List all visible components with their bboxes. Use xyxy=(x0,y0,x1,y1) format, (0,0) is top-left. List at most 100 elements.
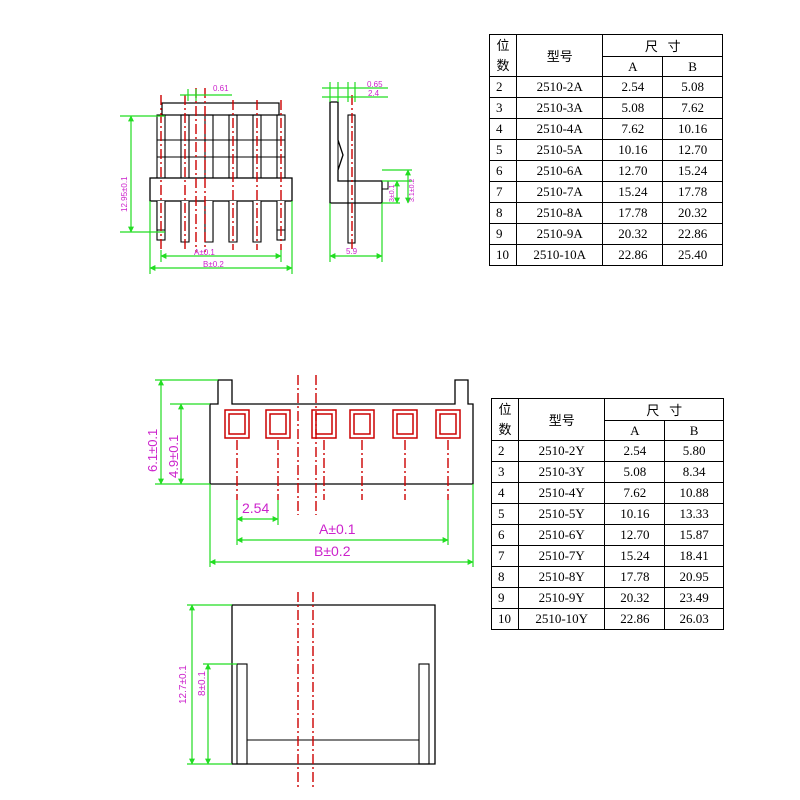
cell-pos: 9 xyxy=(489,223,517,245)
cell-a: 22.86 xyxy=(604,608,666,630)
cell-a: 5.08 xyxy=(602,97,664,119)
cell-a: 20.32 xyxy=(604,587,666,609)
side-view-body xyxy=(329,101,383,204)
cell-pos: 4 xyxy=(489,118,517,140)
cell-b: 12.70 xyxy=(662,139,723,161)
cell-b: 25.40 xyxy=(662,244,723,266)
header-pos: 位数 xyxy=(489,34,517,77)
cell-b: 5.80 xyxy=(664,440,724,462)
dim-a-top: A±0.1 xyxy=(194,248,215,257)
cell-b: 20.32 xyxy=(662,202,723,224)
cell-pos: 10 xyxy=(491,608,519,630)
cell-pos: 6 xyxy=(491,524,519,546)
front-view-contacts xyxy=(224,409,461,439)
cell-model: 2510-7Y xyxy=(517,545,606,567)
cell-model: 2510-8Y xyxy=(517,566,606,588)
dim-front-height-inner: 4.9±0.1 xyxy=(166,435,181,478)
dim-bottom-height-outer: 12.7±0.1 xyxy=(178,665,189,704)
header-pos: 位数 xyxy=(491,398,519,441)
cell-pos: 9 xyxy=(491,587,519,609)
cell-model: 2510-3Y xyxy=(517,461,606,483)
cell-b: 15.24 xyxy=(662,160,723,182)
cell-a: 12.70 xyxy=(602,160,664,182)
cell-a: 20.32 xyxy=(602,223,664,245)
cell-a: 10.16 xyxy=(602,139,664,161)
cell-a: 17.78 xyxy=(602,202,664,224)
dim-side-pin: 0.65 xyxy=(367,80,383,89)
dim-side-thick: 2.4 xyxy=(368,89,380,98)
top-view: 0.61 12.95±0.1 A±0.1 B±0.2 xyxy=(120,84,293,274)
cell-b: 17.78 xyxy=(662,181,723,203)
cell-a: 2.54 xyxy=(602,76,664,98)
cell-b: 22.86 xyxy=(662,223,723,245)
dim-pin-width: 0.61 xyxy=(213,84,229,93)
cell-pos: 2 xyxy=(489,76,517,98)
cell-pos: 10 xyxy=(489,244,517,266)
cell-pos: 8 xyxy=(491,566,519,588)
header-size: 尺 寸 xyxy=(604,398,724,421)
cell-pos: 7 xyxy=(489,181,517,203)
cell-b: 18.41 xyxy=(664,545,724,567)
cell-b: 20.95 xyxy=(664,566,724,588)
dim-front-a: A±0.1 xyxy=(319,521,356,537)
header-b: B xyxy=(664,420,724,441)
cell-pos: 8 xyxy=(489,202,517,224)
cell-a: 5.08 xyxy=(604,461,666,483)
header-a: A xyxy=(602,56,664,77)
cell-model: 2510-10Y xyxy=(517,608,606,630)
cell-model: 2510-9A xyxy=(515,223,604,245)
cell-model: 2510-6A xyxy=(515,160,604,182)
cell-model: 2510-2A xyxy=(515,76,604,98)
cell-pos: 6 xyxy=(489,160,517,182)
cell-model: 2510-4Y xyxy=(517,482,606,504)
dim-side-depth: 5.9 xyxy=(346,247,358,256)
cell-model: 2510-7A xyxy=(515,181,604,203)
side-view: 0.65 2.4 3±0.1 3.1±0.2 5.9 xyxy=(322,80,416,262)
cell-a: 17.78 xyxy=(604,566,666,588)
front-view-housing xyxy=(209,379,474,485)
dim-front-b: B±0.2 xyxy=(314,543,351,559)
cell-model: 2510-9Y xyxy=(517,587,606,609)
dim-bottom-height-inner: 8±0.1 xyxy=(197,671,208,696)
cell-model: 2510-5Y xyxy=(517,503,606,525)
cell-model: 2510-8A xyxy=(515,202,604,224)
bottom-view-right-wall xyxy=(418,663,430,765)
cell-pos: 4 xyxy=(491,482,519,504)
cell-b: 8.34 xyxy=(664,461,724,483)
cell-a: 22.86 xyxy=(602,244,664,266)
cell-b: 10.88 xyxy=(664,482,724,504)
cell-a: 2.54 xyxy=(604,440,666,462)
dim-side-leg1: 3±0.1 xyxy=(389,184,396,202)
dim-b-top: B±0.2 xyxy=(203,260,224,269)
cell-model: 2510-6Y xyxy=(517,524,606,546)
bottom-view-housing xyxy=(231,604,436,765)
top-view-housing xyxy=(149,177,293,202)
cell-b: 26.03 xyxy=(664,608,724,630)
header-a: A xyxy=(604,420,666,441)
cell-b: 13.33 xyxy=(664,503,724,525)
cell-model: 2510-10A xyxy=(515,244,604,266)
header-b: B xyxy=(662,56,723,77)
front-view: 6.1±0.1 4.9±0.1 2.54 A±0.1 B±0.2 xyxy=(145,375,474,567)
cell-b: 15.87 xyxy=(664,524,724,546)
cell-model: 2510-2Y xyxy=(517,440,606,462)
cell-b: 23.49 xyxy=(664,587,724,609)
